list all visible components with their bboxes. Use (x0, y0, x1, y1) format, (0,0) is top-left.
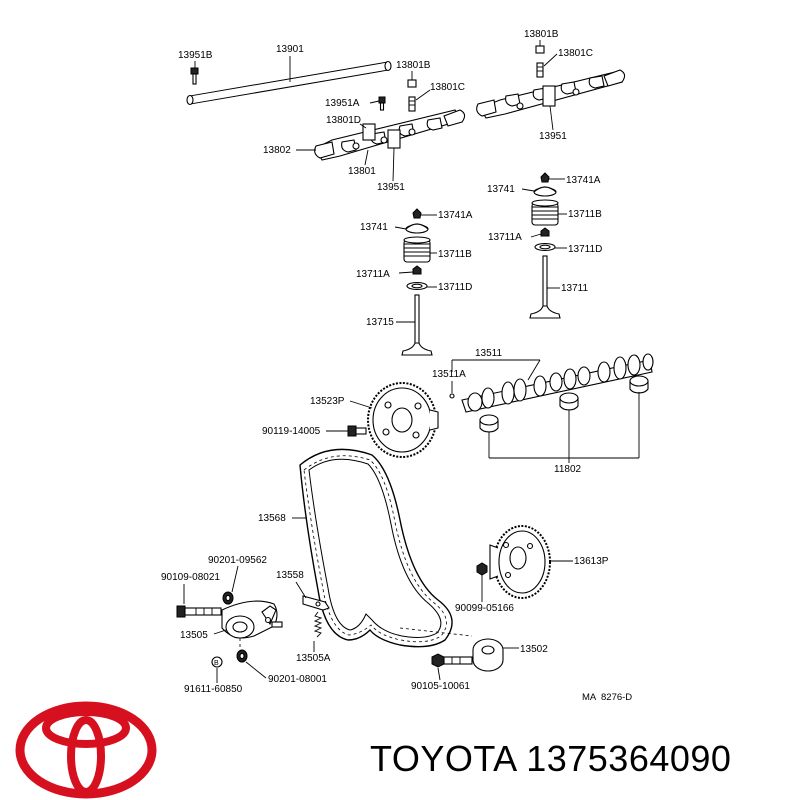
bolt-90119 (347, 425, 367, 437)
adjust-screw-middle (407, 79, 417, 112)
label-13511: 13511 (475, 348, 503, 359)
label-13523P: 13523P (310, 396, 345, 407)
adjust-screw-right (535, 45, 545, 78)
tensioner-assembly (221, 600, 283, 639)
camshaft (461, 353, 654, 413)
rocker-assembly-right (476, 69, 626, 119)
label-90201-08001: 90201-08001 (268, 674, 327, 685)
part-number: 1375364090 (526, 738, 732, 779)
label-13558: 13558 (276, 570, 304, 581)
brand-name: TOYOTA (370, 738, 516, 779)
label-13711A-left: 13711A (356, 269, 390, 280)
timing-belt (299, 448, 453, 648)
washer-91611: B (211, 656, 223, 668)
label-13801D: 13801D (326, 115, 361, 126)
brand-line: TOYOTA 1375364090 (370, 738, 731, 780)
tension-spring (313, 611, 323, 638)
label-13511A: 13511A (432, 369, 466, 380)
camshaft-pulley (367, 382, 439, 458)
svg-text:B: B (214, 660, 219, 667)
label-13901: 13901 (276, 44, 304, 55)
rocker-shaft (186, 60, 392, 106)
bolt-13951A (378, 96, 386, 111)
label-13801B-middle: 13801B (396, 60, 431, 71)
label-13741-right: 13741 (487, 184, 515, 195)
label-13505A: 13505A (296, 653, 331, 664)
label-91611: 91611-60850 (184, 684, 243, 695)
idler-pulley (472, 638, 504, 672)
label-13741A-right: 13741A (566, 175, 601, 186)
label-90201-09562: 90201-09562 (208, 555, 267, 566)
label-90105: 90105-10061 (411, 681, 470, 692)
label-13715: 13715 (366, 317, 394, 328)
tension-bracket (302, 595, 330, 611)
label-13505: 13505 (180, 630, 208, 641)
label-13568: 13568 (258, 513, 286, 524)
label-13613P: 13613P (574, 556, 609, 567)
label-90099: 90099-05166 (455, 603, 514, 614)
label-13502: 13502 (520, 644, 548, 655)
label-13801B-right: 13801B (524, 29, 559, 40)
label-13951B: 13951B (178, 50, 213, 61)
label-13711B-right: 13711B (568, 209, 602, 220)
washer-90201-08001 (236, 649, 248, 663)
drawing-code: MA 8276-D (582, 692, 632, 703)
toyota-logo (15, 701, 157, 799)
washer-90201-09562 (222, 591, 234, 605)
label-13951-right: 13951 (539, 131, 567, 142)
label-13951-left: 13951 (377, 182, 405, 193)
bolt-90105 (431, 653, 473, 668)
label-13711D-left: 13711D (438, 282, 472, 293)
valve-set-left (401, 208, 433, 356)
label-13741-left: 13741 (360, 222, 388, 233)
label-13801-left: 13801 (348, 166, 376, 177)
label-13711A-right: 13711A (488, 232, 522, 243)
label-90119: 90119-14005 (262, 426, 321, 437)
label-13711: 13711 (561, 283, 589, 294)
label-13711B-left: 13711B (438, 249, 472, 260)
rocker-assembly-left (314, 109, 466, 161)
camshaft-bearings (479, 375, 649, 433)
label-13801C-middle: 13801C (430, 82, 465, 93)
label-13951A: 13951A (325, 98, 360, 109)
label-13711D-right: 13711D (568, 244, 602, 255)
label-13802: 13802 (263, 145, 291, 156)
bolt-90109 (176, 605, 222, 618)
label-13801C-right: 13801C (558, 48, 593, 59)
label-13741A-left: 13741A (438, 210, 473, 221)
bolt-13951B (190, 67, 199, 85)
label-11802: 11802 (554, 464, 582, 475)
valve-set-right (529, 172, 561, 319)
label-90109: 90109-08021 (161, 572, 220, 583)
crankshaft-pulley (489, 525, 551, 599)
nut-90099 (476, 562, 488, 576)
